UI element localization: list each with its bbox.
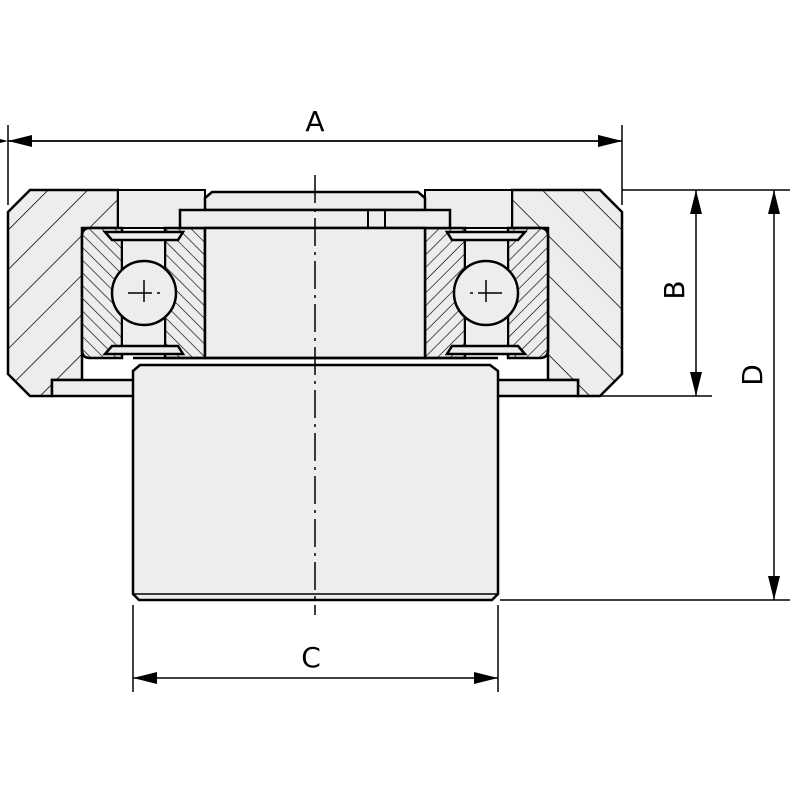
dimension-label-a: A <box>305 105 324 138</box>
dimension-label-c: C <box>301 641 321 674</box>
dimension-label-b: B <box>658 280 691 299</box>
dimension-label-d: D <box>736 364 769 386</box>
